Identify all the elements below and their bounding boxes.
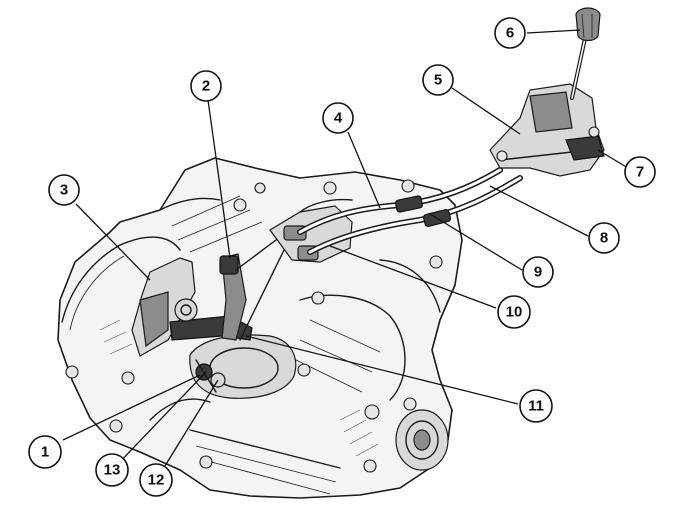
callout-3: 3 (48, 174, 80, 206)
svg-text:4: 4 (334, 110, 343, 127)
svg-text:7: 7 (636, 164, 644, 181)
leader-4 (347, 131, 381, 209)
leader-8 (489, 185, 589, 237)
leader-11 (245, 335, 519, 405)
svg-text:9: 9 (534, 264, 542, 281)
callout-13: 13 (95, 453, 129, 487)
leader-3 (75, 203, 151, 281)
leader-12 (159, 379, 219, 475)
leader-13 (113, 371, 207, 469)
svg-text:8: 8 (600, 230, 608, 247)
leader-5 (451, 87, 521, 135)
callout-10: 10 (497, 295, 531, 329)
callout-12: 12 (139, 463, 173, 497)
svg-text:2: 2 (202, 78, 210, 95)
transmission-housing (57, 157, 463, 499)
selector-mechanism (169, 221, 301, 399)
svg-text:12: 12 (148, 472, 165, 489)
callout-2: 2 (190, 70, 222, 102)
callout-9: 9 (522, 256, 554, 288)
callout-11: 11 (519, 389, 553, 423)
callout-5: 5 (422, 64, 454, 96)
gear-lever (570, 7, 601, 100)
lever-bracket (131, 257, 196, 357)
leader-2 (207, 99, 231, 259)
svg-text:3: 3 (60, 182, 68, 199)
callout-4: 4 (322, 102, 354, 134)
svg-text:6: 6 (506, 25, 514, 42)
leader-6 (526, 29, 581, 34)
callout-labels: 1 2 3 4 5 6 7 8 (28, 17, 656, 497)
svg-text:5: 5 (434, 72, 442, 89)
leader-9 (429, 213, 523, 271)
callout-7: 7 (624, 156, 656, 188)
callout-8: 8 (588, 222, 620, 254)
callout-1: 1 (28, 435, 62, 469)
svg-text:11: 11 (528, 398, 544, 415)
callout-6: 6 (494, 17, 526, 49)
leader-1 (62, 374, 201, 441)
gear-lever-housing (489, 83, 605, 177)
svg-text:1: 1 (41, 444, 49, 461)
leader-7 (597, 149, 629, 169)
svg-text:10: 10 (506, 304, 523, 321)
svg-text:13: 13 (104, 462, 121, 479)
leader-10 (329, 245, 497, 309)
leader-lines (62, 29, 629, 475)
